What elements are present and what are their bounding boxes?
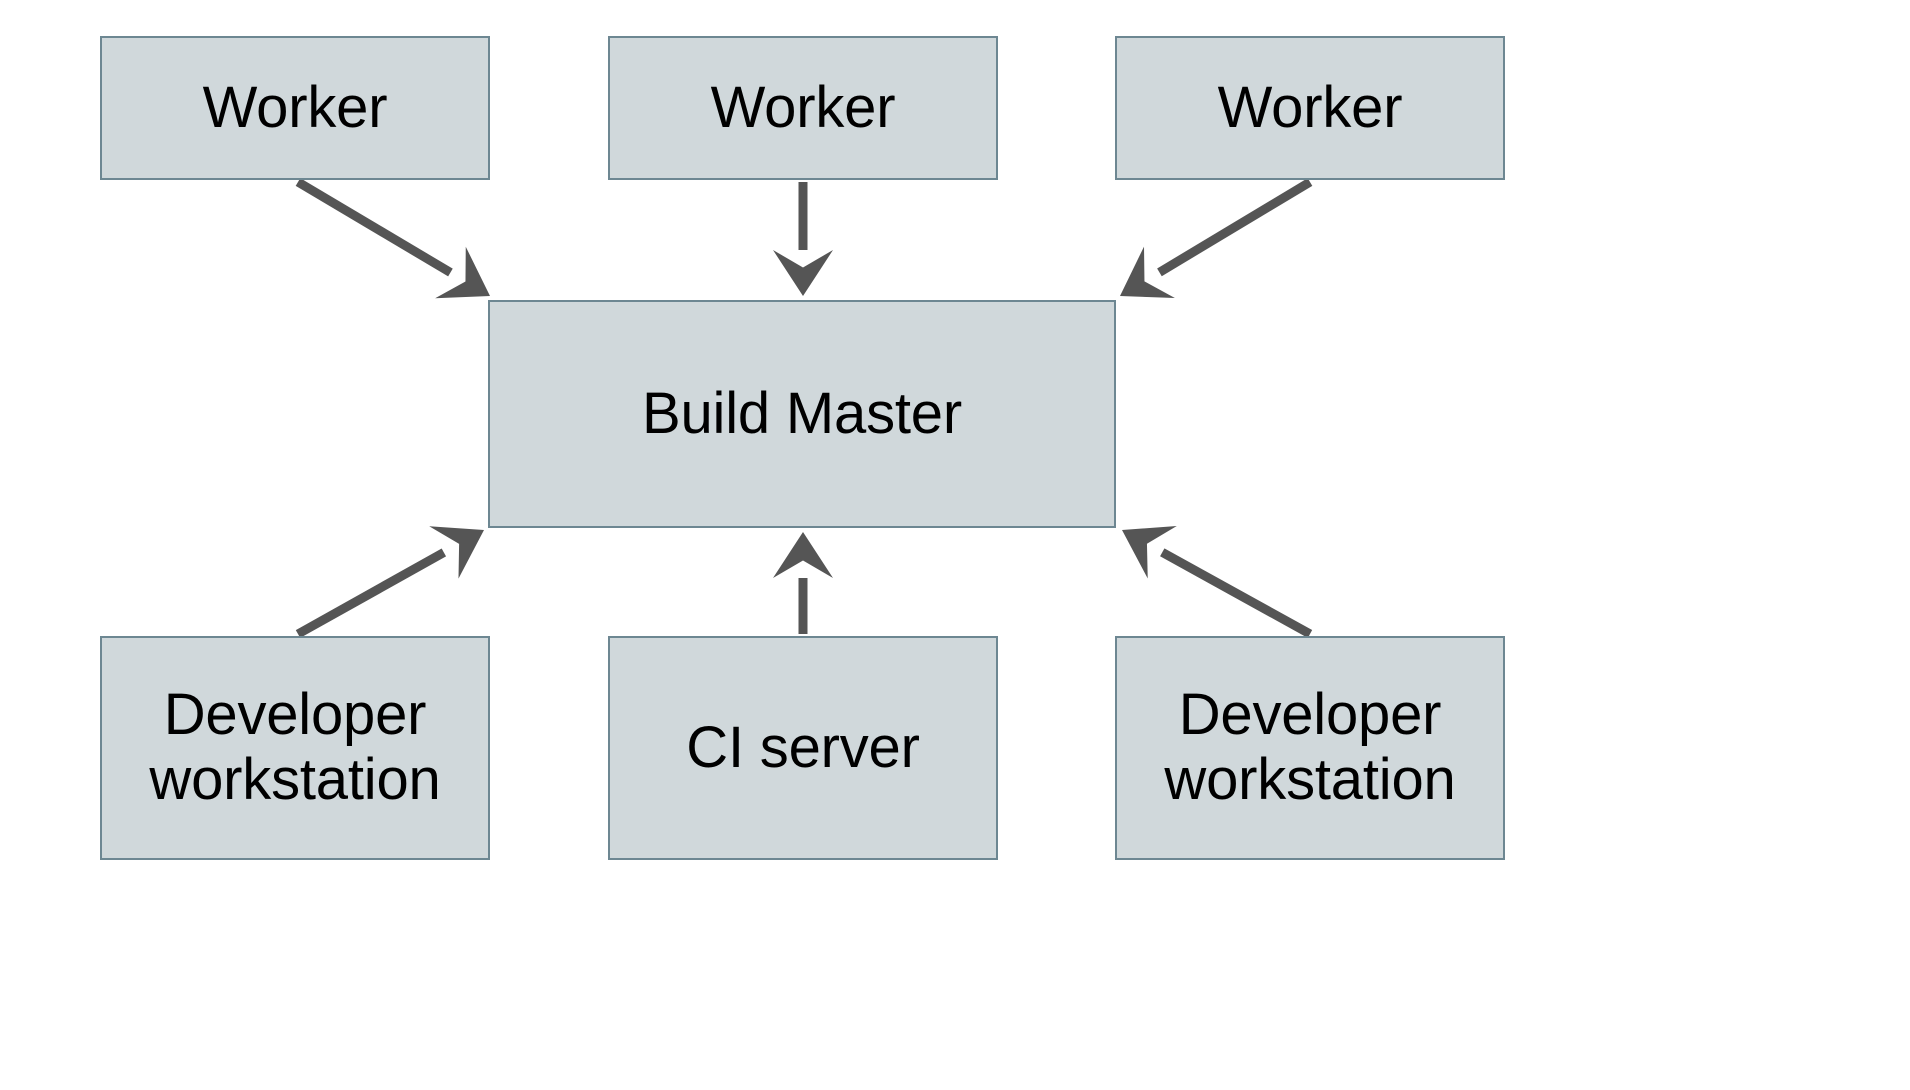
edge-line (295, 548, 447, 638)
edge-line (295, 178, 453, 277)
arrow-head-icon (429, 526, 484, 579)
edge-dev-ws-2-to-build-master (1122, 526, 1313, 638)
node-label: Build Master (642, 380, 962, 446)
edge-ci-server-to-build-master (773, 532, 833, 634)
node-label: Developer workstation (149, 682, 441, 812)
node-ci-server[interactable]: CI server (608, 636, 998, 860)
node-worker-2[interactable]: Worker (608, 36, 998, 180)
arrow-head-icon (435, 246, 490, 299)
node-label: Worker (202, 74, 388, 140)
node-developer-workstation-1[interactable]: Developer workstation (100, 636, 490, 860)
node-label: Developer workstation (1164, 682, 1456, 812)
arrow-head-icon (1120, 246, 1175, 299)
edge-worker-3-to-build-master (1120, 178, 1313, 299)
node-label: CI server (686, 714, 920, 780)
edge-line (1157, 178, 1313, 277)
node-worker-1[interactable]: Worker (100, 36, 490, 180)
node-label: Worker (1217, 74, 1403, 140)
arrow-head-icon (773, 250, 833, 296)
node-worker-3[interactable]: Worker (1115, 36, 1505, 180)
edge-line (1160, 548, 1313, 638)
node-developer-workstation-2[interactable]: Developer workstation (1115, 636, 1505, 860)
edge-worker-2-to-build-master (773, 182, 833, 296)
arrow-head-icon (773, 532, 833, 578)
edge-dev-ws-1-to-build-master (295, 526, 484, 638)
node-label: Worker (710, 74, 896, 140)
node-build-master[interactable]: Build Master (488, 300, 1116, 528)
arrow-head-icon (1122, 526, 1177, 579)
edge-worker-1-to-build-master (295, 178, 490, 299)
